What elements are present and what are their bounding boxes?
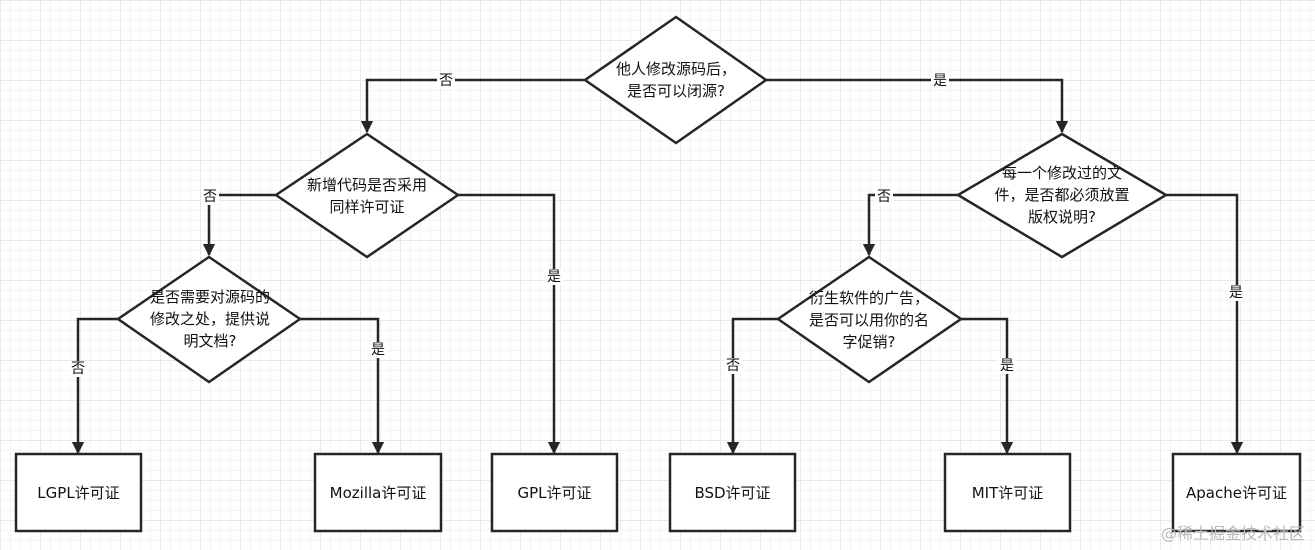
decision-document-changes [115, 255, 303, 384]
edge-label-same-license-no: 否 [201, 189, 219, 205]
decision-document-changes-text: 是否需要对源码的修改之处，提供说明文档? [149, 288, 270, 350]
result-mit-label: MIT许可证 [971, 483, 1044, 502]
result-bsd-label: BSD许可证 [694, 483, 771, 502]
result-gpl [490, 452, 619, 533]
decision-copyright-notice [955, 132, 1169, 259]
edge-label-document-changes-no: 否 [69, 361, 87, 377]
edge-label-same-license-yes: 是 [545, 269, 563, 285]
result-lgpl-label: LGPL许可证 [37, 483, 120, 502]
decision-name-promotion-text: 衍生软件的广告，是否可以用你的名字促销? [808, 289, 929, 351]
edge-name-promotion-no [726, 317, 778, 455]
result-mozilla-label: Mozilla许可证 [329, 483, 427, 502]
result-apache-label: Apache许可证 [1186, 483, 1287, 502]
result-bsd [668, 452, 797, 533]
watermark: @稀土掘金技术社区 [1160, 524, 1305, 543]
edge-document-changes-yes [300, 317, 385, 455]
edge-label-document-changes-yes: 是 [369, 342, 387, 358]
decision-close-source-text: 他人修改源码后，是否可以闭源? [616, 60, 737, 100]
edge-copyright-notice-yes [1166, 193, 1244, 455]
edge-label-copyright-notice-no: 否 [875, 189, 893, 205]
edge-close-source-no [360, 78, 585, 134]
edge-label-name-promotion-no: 否 [724, 358, 742, 374]
edge-label-copyright-notice-yes: 是 [1227, 285, 1245, 301]
edge-close-source-yes [766, 78, 1069, 134]
edge-label-close-source-yes: 是 [931, 73, 949, 89]
edge-document-changes-no [71, 317, 118, 455]
edge-label-name-promotion-yes: 是 [998, 358, 1016, 374]
edge-copyright-notice-no [862, 193, 958, 257]
edge-label-close-source-no: 否 [437, 73, 455, 89]
result-apache [1171, 452, 1302, 533]
decision-same-license [273, 132, 461, 259]
decision-name-promotion [775, 255, 964, 384]
result-mozilla [313, 452, 443, 533]
decision-copyright-notice-text: 每一个修改过的文件，是否都必须放置版权说明? [994, 164, 1130, 226]
result-lgpl [14, 452, 143, 533]
edge-name-promotion-yes [961, 317, 1014, 455]
decision-same-license-text: 新增代码是否采用同样许可证 [306, 176, 427, 216]
result-gpl-label: GPL许可证 [517, 483, 592, 502]
edge-same-license-yes [458, 193, 561, 455]
edge-same-license-no [202, 193, 276, 257]
decision-close-source [582, 15, 769, 145]
result-mit [943, 452, 1072, 533]
